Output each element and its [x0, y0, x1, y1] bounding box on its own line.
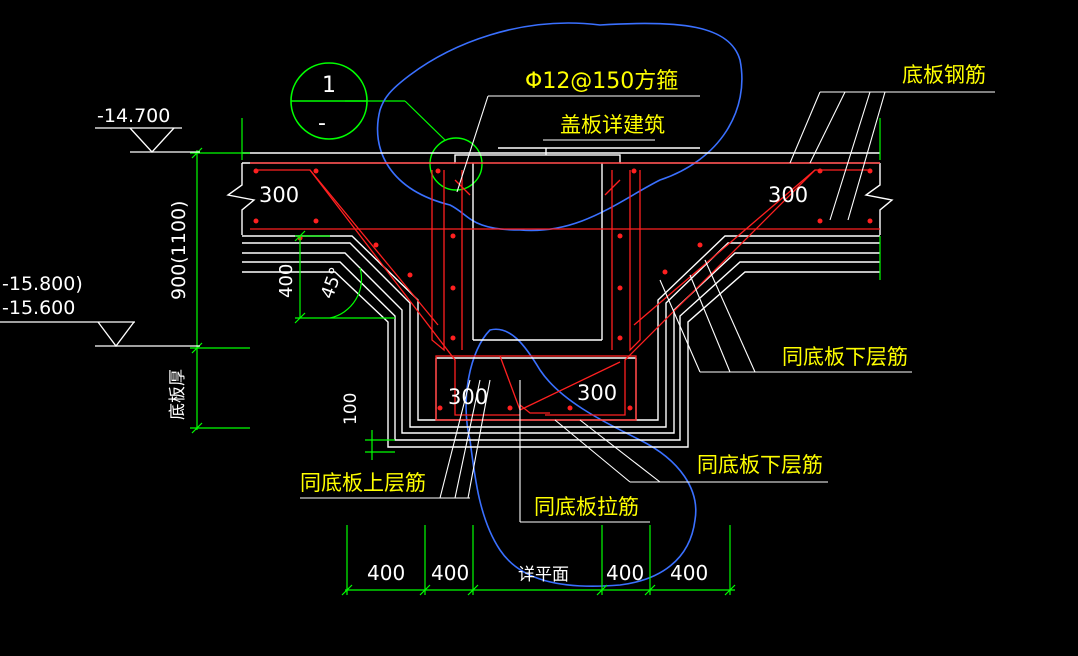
section-marker-top: 1 — [322, 73, 336, 98]
elevation-mid2: -15.600 — [2, 297, 75, 319]
dim-400-vertical: 400 — [276, 264, 297, 298]
dim-400-3: 400 — [606, 561, 644, 585]
section-marker-bottom: - — [318, 111, 326, 136]
slab-thickness: 底板厚 — [168, 369, 188, 420]
revision-cloud — [376, 22, 743, 588]
detail-plan-label: 详平面 — [518, 565, 569, 585]
dimension-lines — [190, 118, 881, 596]
dim-300-bottom-right: 300 — [577, 381, 617, 405]
dim-300-right: 300 — [768, 183, 808, 207]
dim-height: 900(1100) — [168, 201, 190, 300]
dim-400-4: 400 — [670, 561, 708, 585]
bottom-rebar-label: 底板钢筋 — [902, 63, 986, 87]
elevation-top: -14.700 — [97, 105, 170, 127]
same-bottom-lower-label-1: 同底板下层筋 — [782, 345, 908, 369]
dim-300-bottom-left: 300 — [448, 385, 488, 409]
dim-300-left: 300 — [259, 183, 299, 207]
same-bottom-tie-label: 同底板拉筋 — [534, 495, 639, 519]
elevation-mid1: -15.800) — [2, 273, 83, 295]
cover-plate-label: 盖板详建筑 — [560, 113, 665, 137]
dim-400-2: 400 — [431, 561, 469, 585]
same-bottom-upper-label: 同底板上层筋 — [300, 471, 426, 495]
dim-400-1: 400 — [367, 561, 405, 585]
dim-100: 100 — [341, 393, 361, 425]
section-marker: 1 - — [290, 62, 483, 191]
elevation-markers — [0, 127, 200, 348]
leader-lines — [300, 91, 995, 523]
rebar — [250, 162, 880, 421]
same-bottom-lower-label-2: 同底板下层筋 — [697, 453, 823, 477]
stirrup-label: Φ12@150方箍 — [525, 69, 678, 94]
